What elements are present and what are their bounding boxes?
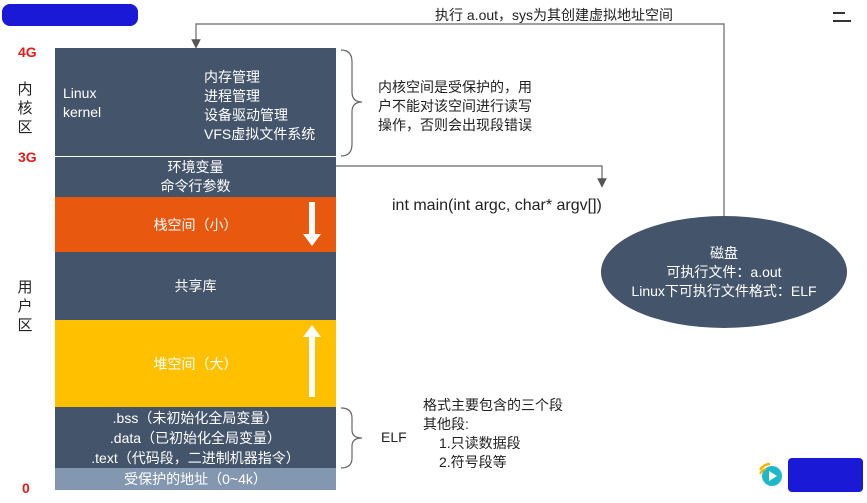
- address-4g-label: 4G: [18, 44, 37, 60]
- app-logo-icon: [756, 460, 784, 488]
- redacted-logo-top-left: [2, 4, 138, 26]
- disk-format: Linux下可执行文件格式：ELF: [631, 282, 817, 299]
- kernel-note: 内核空间是受保护的，用 户不能对该空间进行读写 操作，否则会出现段错误: [378, 79, 532, 133]
- disk-title: 磁盘: [710, 244, 738, 261]
- down-arrow-icon: [303, 202, 321, 246]
- segments-block: .bss（未初始化全局变量） .data（已初始化全局变量） .text（代码段…: [55, 407, 336, 468]
- create-address-space-arrow: [191, 23, 725, 216]
- env-block: 环境变量 命令行参数: [55, 157, 336, 197]
- up-arrow-icon: [303, 325, 321, 397]
- kernel-brace: [340, 49, 363, 157]
- user-area-label: 用 户 区: [17, 279, 33, 334]
- disk-ellipse: 磁盘 可执行文件：a.out Linux下可执行文件格式：ELF: [601, 216, 847, 328]
- menu-icon[interactable]: [833, 10, 851, 24]
- heap-block: 堆空间（大）: [55, 320, 336, 407]
- kernel-block: Linux kernel 内存管理 进程管理 设备驱动管理 VFS虚拟文件系统: [55, 48, 336, 156]
- kernel-block-items: 内存管理 进程管理 设备驱动管理 VFS虚拟文件系统: [204, 69, 316, 142]
- redacted-logo-bottom-right: [788, 458, 863, 492]
- protected-address-block: 受保护的地址（0~4k）: [55, 468, 336, 490]
- top-arrow-label: 执行 a.out，sys为其创建虚拟地址空间: [435, 7, 674, 23]
- address-0-label: 0: [22, 480, 30, 496]
- stack-block: 栈空间（小）: [55, 197, 336, 252]
- disk-executable: 可执行文件：a.out: [666, 263, 782, 280]
- kernel-block-linux-label: Linux kernel: [63, 85, 102, 120]
- kernel-area-label: 内 核 区: [17, 81, 33, 136]
- shared-library-block: 共享库: [55, 252, 336, 320]
- env-to-main-arrow: [336, 165, 607, 188]
- elf-label: ELF: [381, 429, 407, 445]
- main-signature: int main(int argc, char* argv[]): [392, 197, 602, 214]
- address-3g-label: 3G: [18, 149, 37, 165]
- elf-brace: [340, 407, 363, 469]
- elf-note: 格式主要包含的三个段 其他段: 1.只读数据段 2.符号段等: [423, 397, 563, 470]
